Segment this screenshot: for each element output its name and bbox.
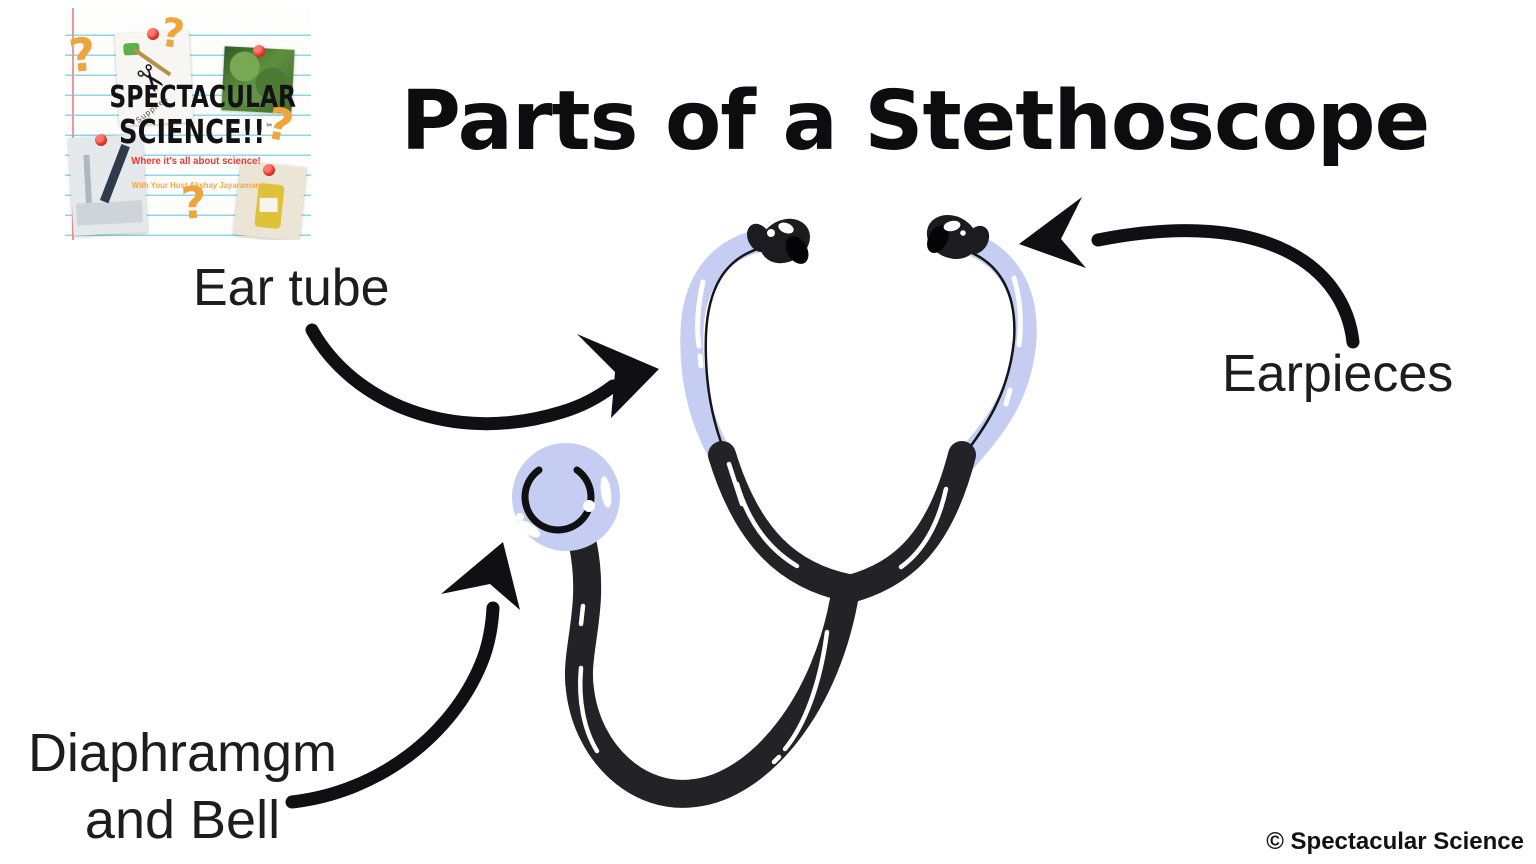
pushpin-icon [95,134,107,146]
annotation-arrows [285,197,1360,809]
label-diaphragm-line1: Diaphramgm [27,723,338,783]
logo-title-line2: SCIENCE!!™ [119,112,273,151]
label-diaphragm-line2: and Bell [84,790,281,850]
diaphragm-arrow [285,601,500,809]
page-title: Parts of a Stethoscope [400,74,1431,169]
label-diaphragm-and-bell: Diaphramgm and Bell [0,720,365,854]
ear-tube-arrowhead-icon [577,334,659,418]
question-mark-icon: ? [66,26,99,84]
pushpin-icon [253,45,265,57]
label-earpieces: Earpieces [1222,345,1454,403]
trademark-symbol: ™ [265,123,273,134]
stethoscope-illustration [512,214,1037,808]
earpieces-arrow [1091,224,1360,349]
logo-text: SPECTACULAR SCIENCE!!™ Where it's all ab… [85,80,307,190]
earpiece-left [747,218,810,264]
logo-spectacular-science: ✂ Supplies ? ? ? ? SPECTACULAR SCIENCE!!… [65,8,311,240]
logo-host-line: With Your Host Akshay Jayaraman [131,180,261,190]
earpieces-arrowhead-icon [1019,197,1086,268]
notebook-margin-line [72,8,74,240]
ear-tube-right [946,228,1037,474]
logo-tagline: Where it's all about science! [131,155,261,167]
label-ear-tube: Ear tube [193,259,390,317]
chest-piece-ring [521,466,595,534]
pushpin-icon [147,28,159,40]
copyright-notice: © Spectacular Science [1266,828,1524,855]
earpiece-right [926,214,990,260]
diaphragm-arrowhead-icon [441,542,520,610]
binaural-tube-left [708,441,862,602]
binaural-tube-right [836,441,976,603]
ear-tube-left [680,228,774,474]
ear-tube-arrow [305,323,620,431]
pushpin-icon [263,164,275,176]
main-tube [564,531,860,808]
logo-title-line1: SPECTACULAR [109,80,297,115]
